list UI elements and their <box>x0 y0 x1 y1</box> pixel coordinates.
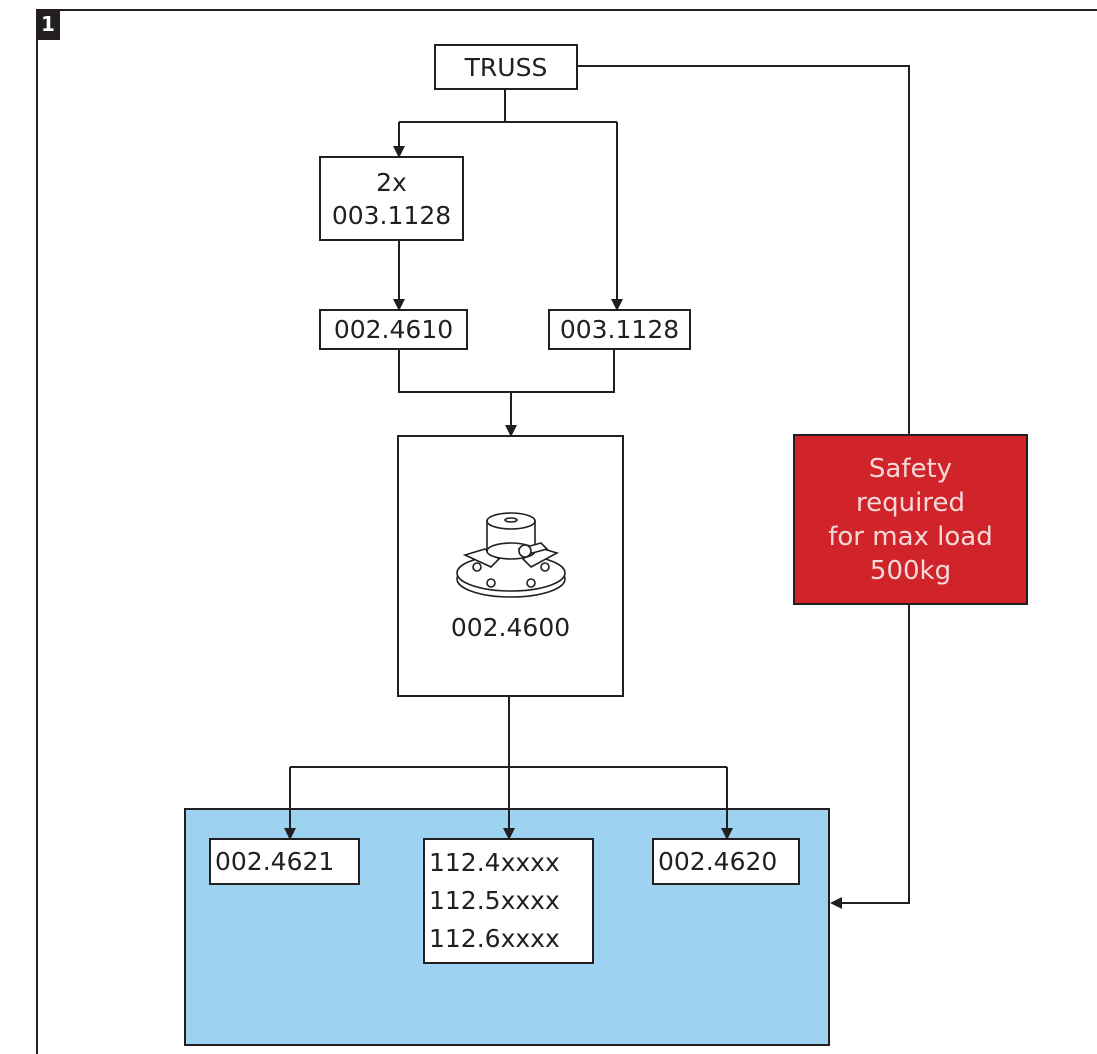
figure-frame <box>36 9 1097 1054</box>
line-merge <box>398 350 615 393</box>
range-line-2: 112.5xxxx <box>429 886 560 915</box>
line-truss-to-safety <box>578 65 910 434</box>
safety-warning-box: Safety required for max load 500kg <box>793 434 1028 605</box>
range-line-1: 112.4xxxx <box>429 848 560 877</box>
arrow-safety-to-group <box>830 605 910 909</box>
range-line-3: 112.6xxxx <box>429 924 560 953</box>
safety-line-1: Safety <box>868 453 953 484</box>
base-part-label: 002.4600 <box>450 613 571 642</box>
line-base-split <box>290 696 727 768</box>
double-mount-qty: 2x <box>376 167 407 197</box>
range-node: 112.4xxxx 112.5xxxx 112.6xxxx <box>423 838 594 964</box>
part-002-4621-node: 002.4621 <box>209 838 360 885</box>
safety-line-2: required <box>856 487 965 518</box>
double-mount-node: 2x 003.1128 <box>319 156 464 241</box>
part-002-4620-label: 002.4620 <box>658 847 778 876</box>
part-002-4621-label: 002.4621 <box>215 847 335 876</box>
truss-node: TRUSS <box>434 44 578 90</box>
safety-line-3: for max load <box>828 521 993 552</box>
step-badge: 1 <box>36 9 60 40</box>
part-002-4620-node: 002.4620 <box>652 838 800 885</box>
base-node: 002.4600 <box>397 435 624 697</box>
part-003-1128-node: 003.1128 <box>548 309 691 350</box>
truss-base-plate-icon <box>455 512 566 598</box>
safety-line-4: 500kg <box>869 555 952 586</box>
double-mount-part: 003.1128 <box>331 200 452 230</box>
part-002-4610-node: 002.4610 <box>319 309 468 350</box>
line-truss-split <box>399 89 617 123</box>
